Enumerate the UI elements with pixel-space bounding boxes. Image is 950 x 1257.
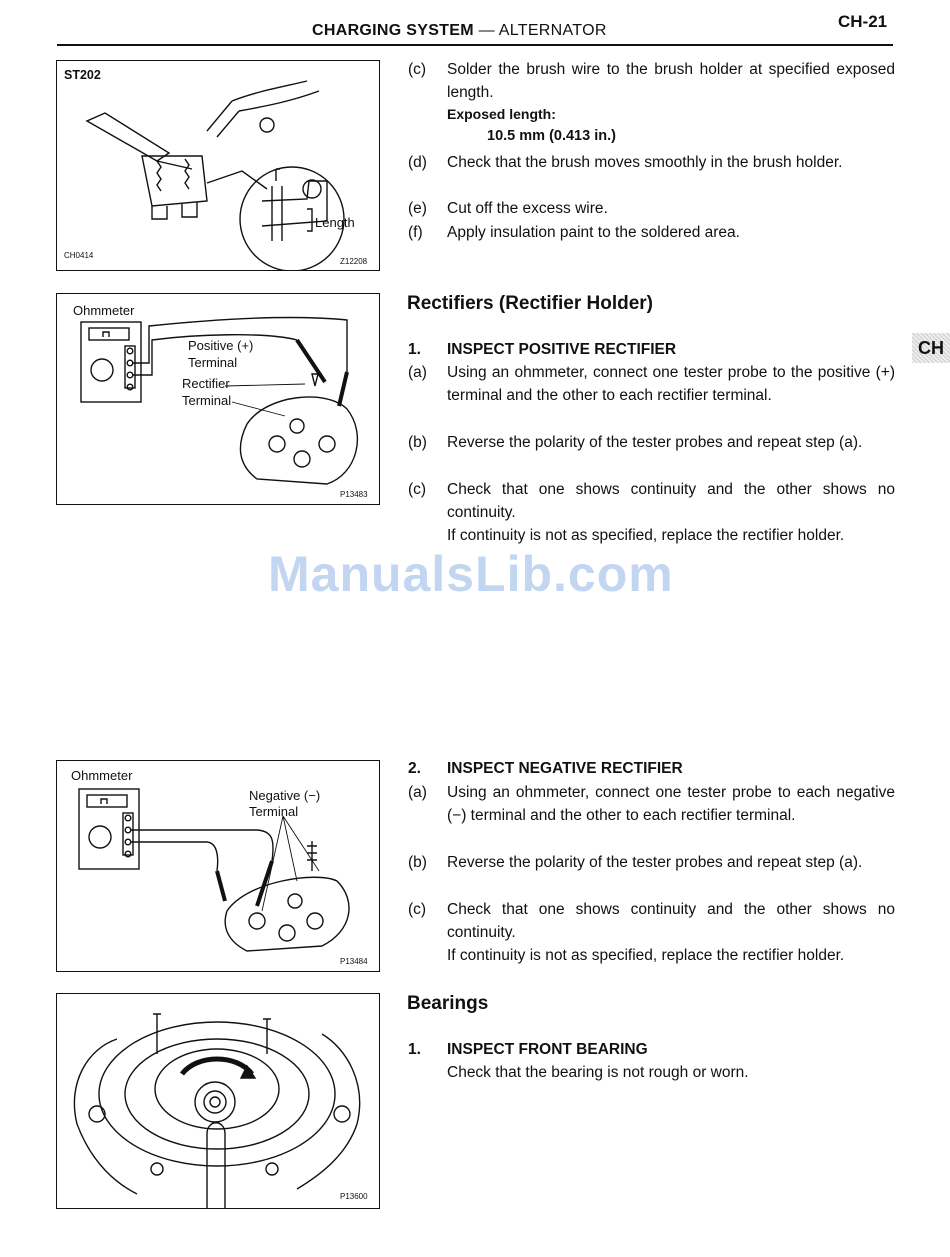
step-label: (a)	[408, 364, 427, 381]
step-title: INSPECT FRONT BEARING	[447, 1041, 648, 1058]
ohmmeter-label: Ohmmeter	[73, 303, 135, 318]
step-label: (e)	[408, 200, 427, 217]
positive-rectifier-illustration	[80, 316, 359, 485]
figure-front-bearing: P13600	[56, 993, 380, 1209]
step-number: 2.	[408, 760, 421, 777]
figure-positive-rectifier: Ohmmeter Positive (+) Terminal Rectifier…	[56, 293, 380, 505]
step-label: (b)	[408, 434, 427, 451]
exposed-length-value: 10.5 mm (0.413 in.)	[487, 128, 616, 144]
positive-terminal-label-line2: Terminal	[188, 355, 238, 370]
rectifier-terminal-label: Rectifier	[182, 376, 230, 391]
step-label: (c)	[408, 481, 427, 498]
step-label: (c)	[408, 901, 427, 918]
step-text: Reverse the polarity of the tester probe…	[447, 434, 863, 451]
step-text: Reverse the polarity of the tester probe…	[447, 854, 863, 871]
step-number: 1.	[408, 1041, 421, 1058]
step-label: (f)	[408, 224, 423, 241]
negative-terminal-label-line2: Terminal	[249, 804, 299, 819]
step-text: Apply insulation paint to the soldered a…	[447, 224, 740, 241]
step-negative-note: If continuity is not as specified, repla…	[447, 947, 845, 964]
positive-terminal-label: Positive (+)	[188, 338, 254, 353]
step-text: Solder the brush wire to the brush holde…	[447, 61, 895, 102]
figure-code: P13600	[340, 1192, 368, 1201]
figure-code: P13484	[340, 957, 368, 966]
rectifier-terminal-label-line2: Terminal	[182, 393, 232, 408]
figure-code: P13483	[340, 490, 368, 499]
step-label: (a)	[408, 784, 427, 801]
figure-brush-solder: ST202 Length CH0414 Z12208	[56, 60, 380, 271]
watermark: ManualsLib.com	[268, 546, 674, 602]
step-label: (c)	[408, 61, 427, 78]
section-title-bearings: Bearings	[407, 993, 489, 1014]
negative-rectifier-illustration	[78, 788, 350, 952]
figure-tag: ST202	[64, 68, 101, 82]
negative-terminal-label: Negative (−)	[249, 788, 321, 803]
brush-solder-illustration	[85, 80, 345, 270]
step-text: Using an ohmmeter, connect one tester pr…	[447, 364, 895, 405]
figure-negative-rectifier: Ohmmeter Negative (−) Terminal P13484	[56, 760, 380, 972]
ohmmeter-label: Ohmmeter	[71, 768, 133, 783]
step-text: Check that the brush moves smoothly in t…	[447, 154, 843, 171]
step-title: INSPECT NEGATIVE RECTIFIER	[447, 760, 683, 777]
exposed-length-label: Exposed length:	[447, 106, 556, 122]
figure-code: Z12208	[340, 257, 368, 266]
section-title-rectifiers: Rectifiers (Rectifier Holder)	[407, 293, 654, 314]
step-positive-note: If continuity is not as specified, repla…	[447, 527, 845, 544]
step-number: 1.	[408, 341, 421, 358]
step-text: Cut off the excess wire.	[447, 200, 608, 217]
step-label: (b)	[408, 854, 427, 871]
section-tab: CH	[912, 333, 950, 363]
step-label: (d)	[408, 154, 427, 171]
page-number: CH-21	[838, 12, 888, 31]
step-text: Check that one shows continuity and the …	[447, 481, 895, 522]
length-label: Length	[315, 215, 355, 230]
step-title: INSPECT POSITIVE RECTIFIER	[447, 341, 677, 358]
figure-code-left: CH0414	[64, 251, 94, 260]
step-text: Check that one shows continuity and the …	[447, 901, 895, 942]
front-bearing-illustration	[73, 1013, 361, 1208]
page-header-title: CHARGING SYSTEM — ALTERNATOR	[312, 22, 607, 39]
step-front-bearing-text: Check that the bearing is not rough or w…	[447, 1064, 749, 1081]
header-rule	[57, 44, 893, 46]
step-text: Using an ohmmeter, connect one tester pr…	[447, 784, 895, 825]
